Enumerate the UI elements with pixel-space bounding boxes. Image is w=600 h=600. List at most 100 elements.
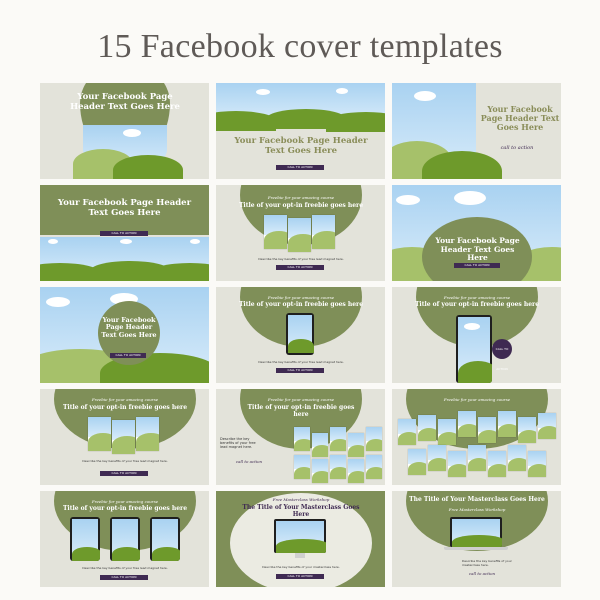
hill: [150, 263, 209, 281]
header-text: Title of your opt-in freebie goes here: [414, 301, 540, 308]
freebie-page: [348, 459, 364, 483]
hill: [422, 151, 502, 179]
cta-button[interactable]: CALL TO ACTION: [276, 574, 324, 579]
template-tile-13[interactable]: Freebie for your amazing course Title of…: [40, 491, 209, 587]
script-label: Freebie for your amazing course: [91, 499, 159, 504]
freebie-page: [294, 455, 310, 479]
freebie-page: [468, 445, 486, 471]
cta-button[interactable]: CALL TO ACTION: [276, 368, 324, 373]
sky-image: [73, 125, 183, 179]
cloud-icon: [414, 91, 436, 101]
cta-button[interactable]: CALL TO ACTION: [454, 263, 500, 268]
script-cta: call to action: [500, 145, 534, 151]
freebie-page: [438, 419, 456, 445]
template-grid: Your Facebook Page Header Text Goes Here…: [40, 83, 562, 593]
cta-button[interactable]: CALL TO ACTION: [100, 471, 148, 476]
script-label: Freebie for your amazing course: [267, 195, 335, 200]
cloud-icon: [396, 195, 420, 205]
freebie-page: [538, 413, 556, 439]
description-text: Describe the key benefits of your free l…: [258, 360, 344, 364]
script-label: Free Masterclass Workshop: [272, 497, 330, 502]
hill: [113, 155, 183, 179]
freebie-page: [294, 427, 310, 451]
template-tile-12[interactable]: Freebie for your amazing course: [392, 389, 561, 485]
freebie-page: [330, 427, 346, 451]
freebie-page: [448, 451, 466, 477]
template-tile-2[interactable]: Your Facebook Page Header Text Goes Here…: [216, 83, 385, 179]
header-text: Your Facebook Page Header Text Goes Here: [435, 236, 520, 263]
template-tile-3[interactable]: Your Facebook Page Header Text Goes Here…: [392, 83, 561, 179]
description-text: Describe the key benefits of your free l…: [82, 566, 168, 570]
template-tile-15[interactable]: The Title of Your Masterclass Goes Here …: [392, 491, 561, 587]
template-tile-14[interactable]: Free Masterclass Workshop The Title of Y…: [216, 491, 385, 587]
monitor-mockup: [274, 519, 326, 553]
freebie-page: [312, 215, 335, 249]
template-tile-5[interactable]: Freebie for your amazing course Title of…: [216, 185, 385, 281]
freebie-page: [136, 417, 159, 451]
tablet-mockup: [456, 315, 492, 383]
template-tile-11[interactable]: Freebie for your amazing course Title of…: [216, 389, 385, 485]
freebie-page: [312, 459, 328, 483]
cloud-icon: [190, 239, 200, 244]
sky-image: [392, 83, 502, 179]
header-text: Your Facebook Page Header Text Goes Here: [101, 316, 157, 339]
description-text: Describe the key benefits of your free l…: [82, 459, 168, 463]
monitor-stand: [295, 553, 305, 558]
cloud-icon: [256, 89, 270, 95]
freebie-page: [408, 449, 426, 475]
script-label: Freebie for your amazing course: [443, 295, 511, 300]
cloud-icon: [46, 297, 70, 307]
tablet-mockup: [110, 517, 140, 561]
tablet-mockup: [70, 517, 100, 561]
header-text: The Title of Your Masterclass Goes Here: [242, 504, 360, 518]
freebie-page: [366, 455, 382, 479]
laptop-base: [444, 547, 508, 550]
freebie-page: [428, 445, 446, 471]
header-text: Your Facebook Page Header Text Goes Here: [70, 92, 180, 112]
cloud-icon: [454, 191, 486, 205]
sky-image: [216, 83, 385, 132]
freebie-page: [366, 427, 382, 451]
script-label: Freebie for your amazing course: [443, 397, 511, 402]
template-tile-8[interactable]: Freebie for your amazing course Title of…: [216, 287, 385, 383]
cta-button[interactable]: CALL TO ACTION: [276, 165, 324, 170]
description-text: Describe the key benefits of your master…: [262, 565, 340, 569]
script-label: Freebie for your amazing course: [91, 397, 159, 402]
sky-image: [40, 237, 209, 281]
tablet-mockup: [286, 313, 314, 355]
freebie-page: [508, 445, 526, 471]
cloud-icon: [336, 88, 348, 94]
freebie-page: [112, 420, 135, 454]
cloud-icon: [123, 129, 141, 137]
olive-band: [40, 185, 209, 235]
script-cta: call to action: [468, 571, 496, 576]
cta-button[interactable]: CALL TO ACTION: [276, 265, 324, 270]
template-tile-1[interactable]: Your Facebook Page Header Text Goes Here: [40, 83, 209, 179]
cta-button[interactable]: CALL TO ACTION: [110, 353, 146, 358]
freebie-page: [488, 451, 506, 477]
freebie-page: [88, 417, 111, 451]
freebie-page: [528, 451, 546, 477]
template-tile-7[interactable]: Your Facebook Page Header Text Goes Here…: [40, 287, 209, 383]
cloud-icon: [120, 239, 132, 244]
header-text: Title of your opt-in freebie goes here: [238, 301, 364, 308]
template-tile-9[interactable]: Freebie for your amazing course Title of…: [392, 287, 561, 383]
description-text: Describe the key benefits of your master…: [462, 559, 512, 567]
freebie-page: [498, 411, 516, 437]
cta-badge[interactable]: CALL TO ACTION: [492, 339, 512, 371]
header-text: The Title of Your Masterclass Goes Here: [409, 496, 545, 503]
tablet-mockup: [150, 517, 180, 561]
freebie-page: [518, 417, 536, 443]
template-tile-10[interactable]: Freebie for your amazing course Title of…: [40, 389, 209, 485]
template-tile-6[interactable]: Your Facebook Page Header Text Goes Here…: [392, 185, 561, 281]
hill: [40, 263, 100, 281]
cta-button[interactable]: CALL TO ACTION: [100, 575, 148, 580]
template-tile-4[interactable]: Your Facebook Page Header Text Goes Here…: [40, 185, 209, 281]
hill: [216, 111, 276, 131]
header-text: Title of your opt-in freebie goes here: [247, 404, 355, 418]
script-label: Free Masterclass Workshop: [448, 507, 506, 512]
cloud-icon: [48, 239, 58, 244]
cta-button[interactable]: CALL TO ACTION: [100, 231, 148, 236]
olive-blob: [422, 217, 532, 281]
freebie-page: [264, 215, 287, 249]
